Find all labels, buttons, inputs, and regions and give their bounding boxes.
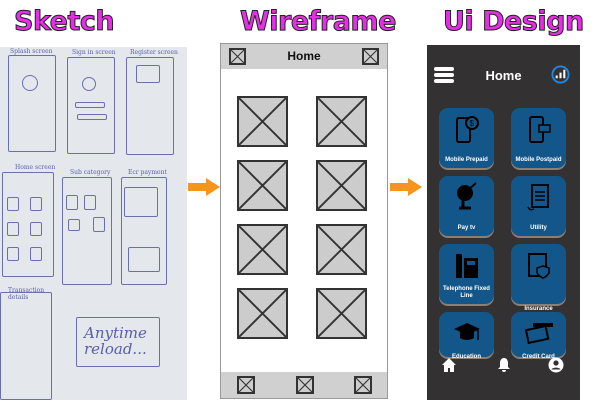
bell-icon[interactable] — [496, 357, 512, 373]
service-tile[interactable]: $ Mobile Prepaid — [439, 108, 494, 168]
phone-dollar-icon: $ — [456, 116, 479, 143]
sketch-photo: Splash screen Sign in screen Register sc… — [0, 47, 187, 400]
menu-placeholder-icon[interactable] — [229, 48, 246, 65]
image-placeholder[interactable] — [316, 288, 367, 339]
image-placeholder[interactable] — [316, 160, 367, 211]
satellite-dish-icon — [457, 182, 477, 210]
service-tile[interactable]: Credit Card — [511, 312, 566, 360]
svg-text:$: $ — [470, 119, 475, 128]
hamburger-menu-icon[interactable] — [434, 67, 454, 83]
analytics-logo-icon[interactable] — [551, 65, 570, 84]
wireframe-header: Home — [221, 44, 387, 69]
service-tile[interactable]: Pay tv — [439, 176, 494, 236]
service-tile[interactable]: Telephone Fixed Line — [439, 244, 494, 304]
handwritten-note: Anytime reload... — [84, 324, 147, 358]
service-tile[interactable]: Insurance — [511, 244, 566, 312]
tile-label: Pay tv — [457, 225, 476, 231]
service-tile[interactable]: Utility — [511, 176, 566, 236]
nav-placeholder-icon[interactable] — [296, 376, 314, 394]
ui-design-title: Ui Design — [443, 6, 585, 38]
wireframe-title: Home — [287, 49, 321, 63]
image-placeholder[interactable] — [316, 96, 367, 147]
tile-label: Education — [451, 354, 481, 360]
arrow-right-icon — [390, 178, 422, 196]
image-placeholder[interactable] — [237, 96, 288, 147]
sketch-title: Sketch — [13, 6, 115, 38]
service-tile[interactable]: Mobile Postpaid — [511, 108, 566, 168]
image-placeholder[interactable] — [237, 288, 288, 339]
service-tile[interactable]: Education — [439, 312, 494, 360]
home-icon[interactable] — [441, 357, 457, 373]
tile-label: Credit Card — [522, 354, 555, 360]
page-title: Home — [485, 68, 522, 83]
nav-placeholder-icon[interactable] — [237, 376, 255, 394]
wireframe-title: Wireframe — [240, 6, 397, 38]
bill-receipt-icon — [527, 184, 549, 211]
image-placeholder[interactable] — [237, 224, 288, 275]
graduation-cap-icon — [454, 323, 480, 340]
user-profile-icon[interactable] — [548, 357, 564, 373]
arrow-right-icon — [188, 178, 220, 196]
wireframe-footer — [221, 372, 387, 398]
image-placeholder[interactable] — [237, 160, 288, 211]
insurance-clipboard-icon — [528, 253, 550, 279]
tile-label: Telephone Fixed Line — [443, 286, 490, 299]
desk-phone-icon — [456, 254, 478, 278]
image-placeholder[interactable] — [316, 224, 367, 275]
wireframe-screen: Home — [220, 43, 388, 399]
phone-mail-icon — [529, 116, 551, 143]
credit-card-icon — [525, 323, 553, 345]
tile-label: Mobile Prepaid — [445, 157, 488, 163]
tile-label: Utility — [530, 225, 547, 231]
profile-placeholder-icon[interactable] — [362, 48, 379, 65]
tile-label: Mobile Postpaid — [515, 157, 562, 163]
tile-label: Insurance — [524, 306, 553, 312]
nav-placeholder-icon[interactable] — [354, 376, 372, 394]
